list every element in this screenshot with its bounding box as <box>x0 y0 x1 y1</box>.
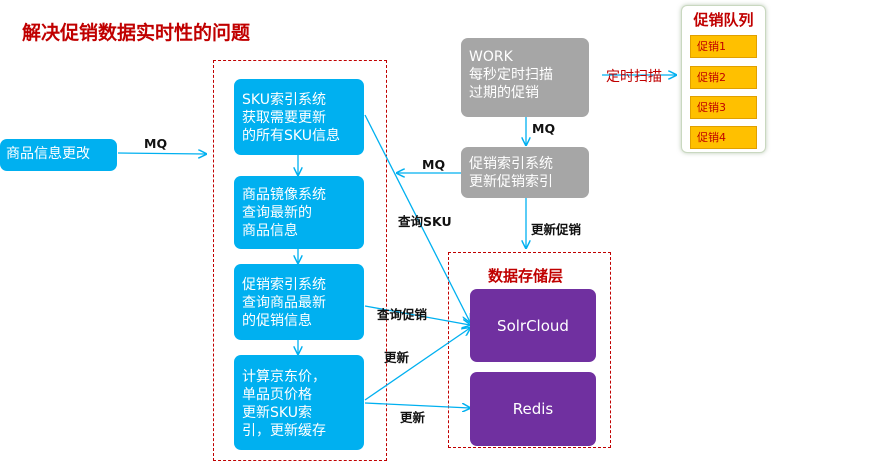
edge-label-mq-promo: MQ <box>422 157 446 172</box>
node-redis: Redis <box>470 372 596 446</box>
edge-label-mq-work: MQ <box>532 121 556 136</box>
node-promo-index-update: 促销索引系统 更新促销索引 <box>461 147 589 198</box>
queue-item: 促销1 <box>690 35 757 58</box>
arrow-compute-update-solr <box>364 328 470 401</box>
edge-label-query-sku: 查询SKU <box>398 214 452 229</box>
node-product-mirror: 商品镜像系统 查询最新的 商品信息 <box>234 176 364 249</box>
edge-label-query-promo: 查询促销 <box>377 307 428 322</box>
node-product-change: 商品信息更改 <box>0 139 117 171</box>
node-compute: 计算京东价， 单品页价格 更新SKU索 引，更新缓存 <box>234 355 364 450</box>
process-group-border <box>213 60 387 461</box>
node-solrcloud: SolrCloud <box>470 289 596 362</box>
arrow-compute-update-redis <box>364 402 470 408</box>
storage-layer-border <box>448 252 611 448</box>
page-title: 解决促销数据实时性的问题 <box>22 22 251 44</box>
storage-layer-title: 数据存储层 <box>488 267 564 285</box>
queue-item: 促销2 <box>690 66 757 89</box>
edge-label-update-1: 更新 <box>384 350 410 365</box>
edge-label-mq-left: MQ <box>144 136 168 151</box>
arrow-change-to-sku <box>117 153 206 154</box>
node-work: WORK 每秒定时扫描 过期的促销 <box>461 38 589 117</box>
edge-label-scheduled-scan: 定时扫描 <box>606 69 662 85</box>
edge-label-update-promo: 更新促销 <box>531 222 582 237</box>
node-sku-index: SKU索引系统 获取需要更新 的所有SKU信息 <box>234 79 364 155</box>
arrow-sku-query-solr <box>364 114 470 322</box>
queue-item: 促销4 <box>690 126 757 149</box>
node-promo-index-query: 促销索引系统 查询商品最新 的促销信息 <box>234 264 364 340</box>
edge-label-update-2: 更新 <box>400 410 426 425</box>
promo-queue-title: 促销队列 <box>693 11 754 29</box>
promo-queue-panel: 促销队列 促销1 促销2 促销3 促销4 <box>681 5 766 153</box>
queue-item: 促销3 <box>690 96 757 119</box>
arrow-promo-query-solr <box>364 305 470 325</box>
